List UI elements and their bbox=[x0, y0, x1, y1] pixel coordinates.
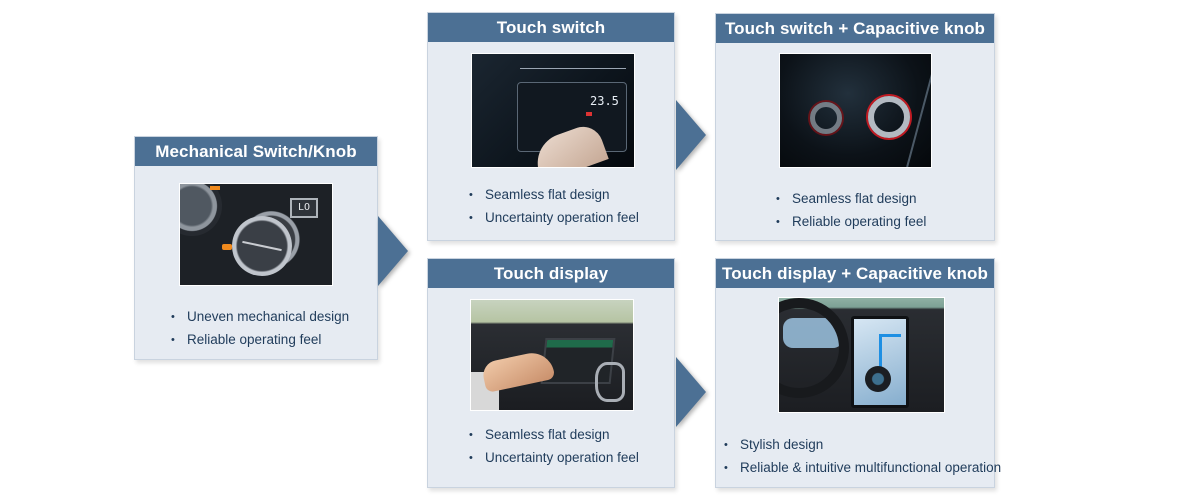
ac-knob-shape bbox=[232, 216, 292, 276]
map-route-shape bbox=[879, 334, 901, 337]
capacitive-knob-image bbox=[779, 53, 932, 168]
side-dial-shape bbox=[180, 184, 222, 236]
up-indicator bbox=[586, 112, 592, 116]
temperature-readout: 23.5 bbox=[590, 94, 619, 108]
bullet-list: Seamless flat design Uncertainty operati… bbox=[469, 185, 639, 231]
card-touch-switch: Touch switch 23.5 Seamless flat design U… bbox=[427, 12, 675, 241]
card-title: Mechanical Switch/Knob bbox=[135, 137, 377, 166]
bullet-list: Seamless flat design Reliable operating … bbox=[776, 189, 926, 235]
bullet-item: Seamless flat design bbox=[469, 425, 639, 448]
knob-shape bbox=[810, 102, 842, 134]
vertical-display-knob-image bbox=[778, 297, 945, 413]
steering-wheel-shape bbox=[779, 298, 849, 398]
map-route-shape bbox=[879, 336, 882, 376]
card-touch-switch-capacitive-knob: Touch switch + Capacitive knob Seamless … bbox=[715, 13, 995, 241]
card-touch-display-capacitive-knob: Touch display + Capacitive knob Stylish … bbox=[715, 258, 1001, 488]
card-title: Touch switch bbox=[428, 13, 674, 42]
indicator-led bbox=[222, 244, 232, 250]
air-vent-shape bbox=[595, 362, 625, 402]
card-title: Touch display bbox=[428, 259, 674, 288]
bullet-item: Uncertainty operation feel bbox=[469, 448, 639, 471]
arrow-right-icon bbox=[378, 216, 408, 286]
lo-display: LO bbox=[290, 198, 318, 218]
bullet-item: Reliable operating feel bbox=[171, 330, 349, 353]
arrow-right-icon bbox=[676, 100, 706, 170]
bullet-item: Uneven mechanical design bbox=[171, 307, 349, 330]
indicator-led bbox=[210, 186, 220, 190]
bullet-list: Seamless flat design Uncertainty operati… bbox=[469, 425, 639, 471]
touch-climate-panel-image: 23.5 bbox=[471, 53, 635, 168]
panel-edge-shape bbox=[906, 55, 931, 167]
bullet-item: Reliable & intuitive multifunctional ope… bbox=[724, 458, 1001, 481]
bullet-item: Seamless flat design bbox=[469, 185, 639, 208]
car-climate-knob-image: LO bbox=[179, 183, 333, 286]
button-row-shape bbox=[520, 68, 626, 78]
card-title: Touch display + Capacitive knob bbox=[716, 259, 994, 288]
card-touch-display: Touch display Seamless flat design Uncer… bbox=[427, 258, 675, 488]
bullet-item: Reliable operating feel bbox=[776, 212, 926, 235]
bullet-item: Seamless flat design bbox=[776, 189, 926, 212]
arrow-right-icon bbox=[676, 357, 706, 427]
bullet-item: Uncertainty operation feel bbox=[469, 208, 639, 231]
bullet-item: Stylish design bbox=[724, 435, 1001, 458]
capacitive-knob-shape bbox=[865, 366, 891, 392]
card-mechanical-switch-knob: Mechanical Switch/Knob LO Uneven mechani… bbox=[134, 136, 378, 360]
bullet-list: Uneven mechanical design Reliable operat… bbox=[171, 307, 349, 353]
bullet-list: Stylish design Reliable & intuitive mult… bbox=[724, 435, 1001, 481]
card-title: Touch switch + Capacitive knob bbox=[716, 14, 994, 43]
touch-display-image bbox=[470, 299, 634, 411]
knob-shape bbox=[868, 96, 910, 138]
